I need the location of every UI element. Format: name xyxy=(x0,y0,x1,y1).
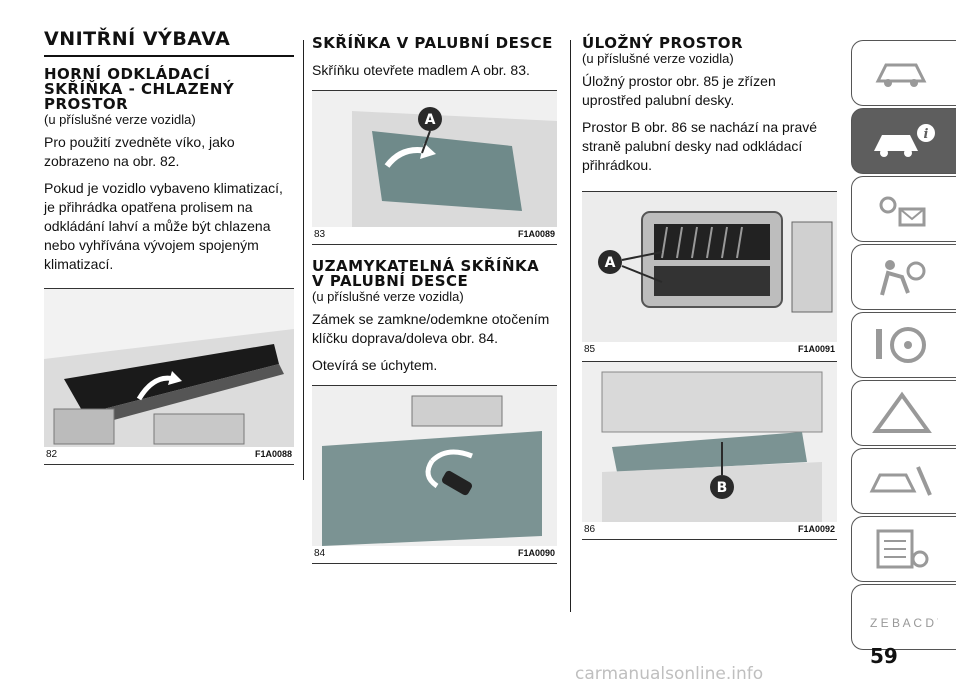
version-note: (u příslušné verze vozidla) xyxy=(44,112,196,127)
car-dashboard-icon xyxy=(875,63,927,87)
tab-specifications[interactable] xyxy=(851,516,956,582)
column-divider xyxy=(303,40,304,480)
column-1: VNITŘNÍ VÝBAVA HORNÍ ODKLÁDACÍ SKŘÍŇKA -… xyxy=(44,28,294,465)
paragraph: Pokud je vozidlo vybaveno klimatizací, j… xyxy=(44,180,283,272)
paragraph: Úložný prostor obr. 85 je zřízen uprostř… xyxy=(582,73,776,108)
section-heading: ÚLOŽNÝ PROSTOR xyxy=(582,34,744,52)
figure-code: F1A0092 xyxy=(797,524,835,534)
tab-driving[interactable] xyxy=(851,312,956,378)
tab-emergency[interactable] xyxy=(851,380,956,446)
paragraph: Otevírá se úchytem. xyxy=(312,357,438,373)
glovebox-handle-illustration: A xyxy=(312,91,557,227)
figure-86: B 86 F1A0092 xyxy=(582,361,837,540)
car-service-icon xyxy=(869,466,932,496)
section-heading: UZAMYKATELNÁ SKŘÍŇKA V PALUBNÍ DESCE xyxy=(312,257,540,290)
figure-number: 82 xyxy=(46,449,58,460)
callout-label: A xyxy=(425,112,436,128)
warning-triangle-icon xyxy=(872,391,932,433)
tab-safety[interactable] xyxy=(851,244,956,310)
figure-number: 86 xyxy=(584,524,596,535)
paragraph: Pro použití zvedněte víko, jako zobrazen… xyxy=(44,134,235,169)
figure-84: 84 F1A0090 xyxy=(312,385,557,564)
specifications-icon xyxy=(876,529,929,569)
column-3: ÚLOŽNÝ PROSTOR (u příslušné verze vozidl… xyxy=(582,28,837,540)
paragraph: Zámek se zamkne/odemkne otočením klíčku … xyxy=(312,311,550,346)
tab-dashboard[interactable] xyxy=(851,40,956,106)
callout-label: B xyxy=(717,480,728,496)
alphabetical-index-icon: Z E B A C D T xyxy=(870,616,938,630)
figure-85: A 85 F1A0091 xyxy=(582,191,837,355)
car-info-icon: i xyxy=(874,124,935,157)
safety-airbag-icon xyxy=(880,260,926,296)
paragraph: Prostor B obr. 86 se nachází na pravé st… xyxy=(582,119,818,173)
index-letters: Z E B A C D T xyxy=(870,616,938,630)
figure-number: 84 xyxy=(314,548,326,559)
tab-car-info[interactable]: i xyxy=(851,108,956,174)
figure-code: F1A0089 xyxy=(517,229,555,239)
glovebox-lid-illustration xyxy=(44,289,294,447)
figure-number: 83 xyxy=(314,229,326,240)
watermark: carmanualsonline.info xyxy=(575,664,764,684)
tab-index[interactable]: Z E B A C D T xyxy=(851,584,956,650)
page-title: VNITŘNÍ VÝBAVA xyxy=(44,28,294,57)
right-storage-illustration: B xyxy=(582,362,837,522)
section-heading: HORNÍ ODKLÁDACÍ SKŘÍŇKA - CHLAZENÝ PROST… xyxy=(44,65,235,113)
tab-service[interactable] xyxy=(851,448,956,514)
paragraph: Skříňku otevřete madlem A obr. 83. xyxy=(312,62,530,78)
warning-lights-icon xyxy=(879,196,926,227)
figure-82: 82 F1A0088 xyxy=(44,288,294,465)
tab-warning-lights[interactable] xyxy=(851,176,956,242)
figure-code: F1A0088 xyxy=(254,449,292,459)
column-2: SKŘÍŇKA V PALUBNÍ DESCE Skříňku otevřete… xyxy=(312,28,557,564)
column-divider xyxy=(570,40,571,612)
version-note: (u příslušné verze vozidla) xyxy=(582,51,734,66)
version-note: (u příslušné verze vozidla) xyxy=(312,289,464,304)
steering-wheel-icon xyxy=(876,327,926,363)
glovebox-lock-illustration xyxy=(312,386,557,546)
figure-code: F1A0090 xyxy=(517,548,555,558)
svg-text:i: i xyxy=(924,127,929,142)
section-heading: SKŘÍŇKA V PALUBNÍ DESCE xyxy=(312,34,553,52)
figure-83: A 83 F1A0089 xyxy=(312,90,557,245)
page-number: 59 xyxy=(870,644,898,668)
center-storage-illustration: A xyxy=(582,192,837,342)
figure-number: 85 xyxy=(584,344,596,355)
callout-label: A xyxy=(605,255,616,271)
figure-code: F1A0091 xyxy=(797,344,835,354)
